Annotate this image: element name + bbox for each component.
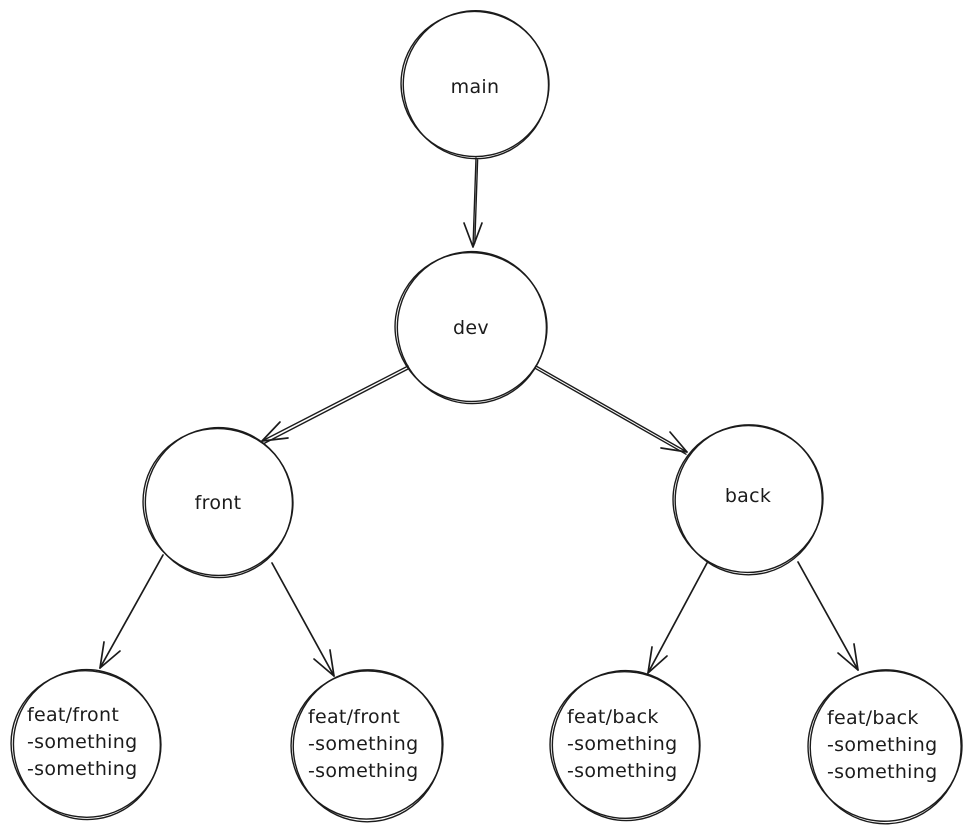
- label-line: -something: [827, 734, 938, 756]
- node-circle-back: [672, 424, 824, 576]
- label-line: -something: [567, 733, 678, 755]
- node-circle-main: [400, 10, 550, 160]
- label-line: -something: [567, 760, 678, 782]
- label-line: feat/front: [308, 706, 401, 728]
- node-label-feat-back-2: feat/back -something -something: [827, 705, 937, 786]
- edge-back-featback2: [797, 561, 859, 671]
- node-circle-front: [142, 426, 294, 579]
- label-line: -something: [827, 761, 938, 783]
- edge-front-featfront1: [99, 554, 164, 669]
- label-line: feat/back: [827, 707, 919, 729]
- edge-back-featback1: [647, 562, 708, 674]
- label-line: -something: [27, 758, 138, 780]
- label-line: -something: [308, 733, 419, 755]
- edge-main-dev: [463, 157, 483, 248]
- node-label-back: back: [724, 485, 772, 507]
- label-line: -something: [27, 731, 138, 753]
- edge-front-featfront2: [271, 562, 335, 677]
- node-circle-dev: [394, 250, 548, 405]
- node-circle-feat-front-1: [10, 668, 162, 821]
- node-circle-feat-front-2: [290, 669, 444, 823]
- node-label-feat-front-1: feat/front -something -something: [27, 702, 137, 783]
- node-label-front: front: [194, 492, 242, 514]
- label-line: feat/front: [27, 704, 120, 726]
- edge-dev-back: [534, 365, 688, 455]
- node-circle-feat-back-2: [807, 669, 963, 825]
- edge-dev-front: [261, 365, 410, 445]
- node-label-main: main: [450, 76, 500, 98]
- label-line: feat/back: [567, 706, 659, 728]
- node-circle-feat-back-1: [549, 669, 701, 822]
- node-label-dev: dev: [453, 317, 489, 339]
- label-line: -something: [308, 760, 419, 782]
- node-label-feat-front-2: feat/front -something -something: [308, 704, 418, 785]
- node-label-feat-back-1: feat/back -something -something: [567, 704, 677, 785]
